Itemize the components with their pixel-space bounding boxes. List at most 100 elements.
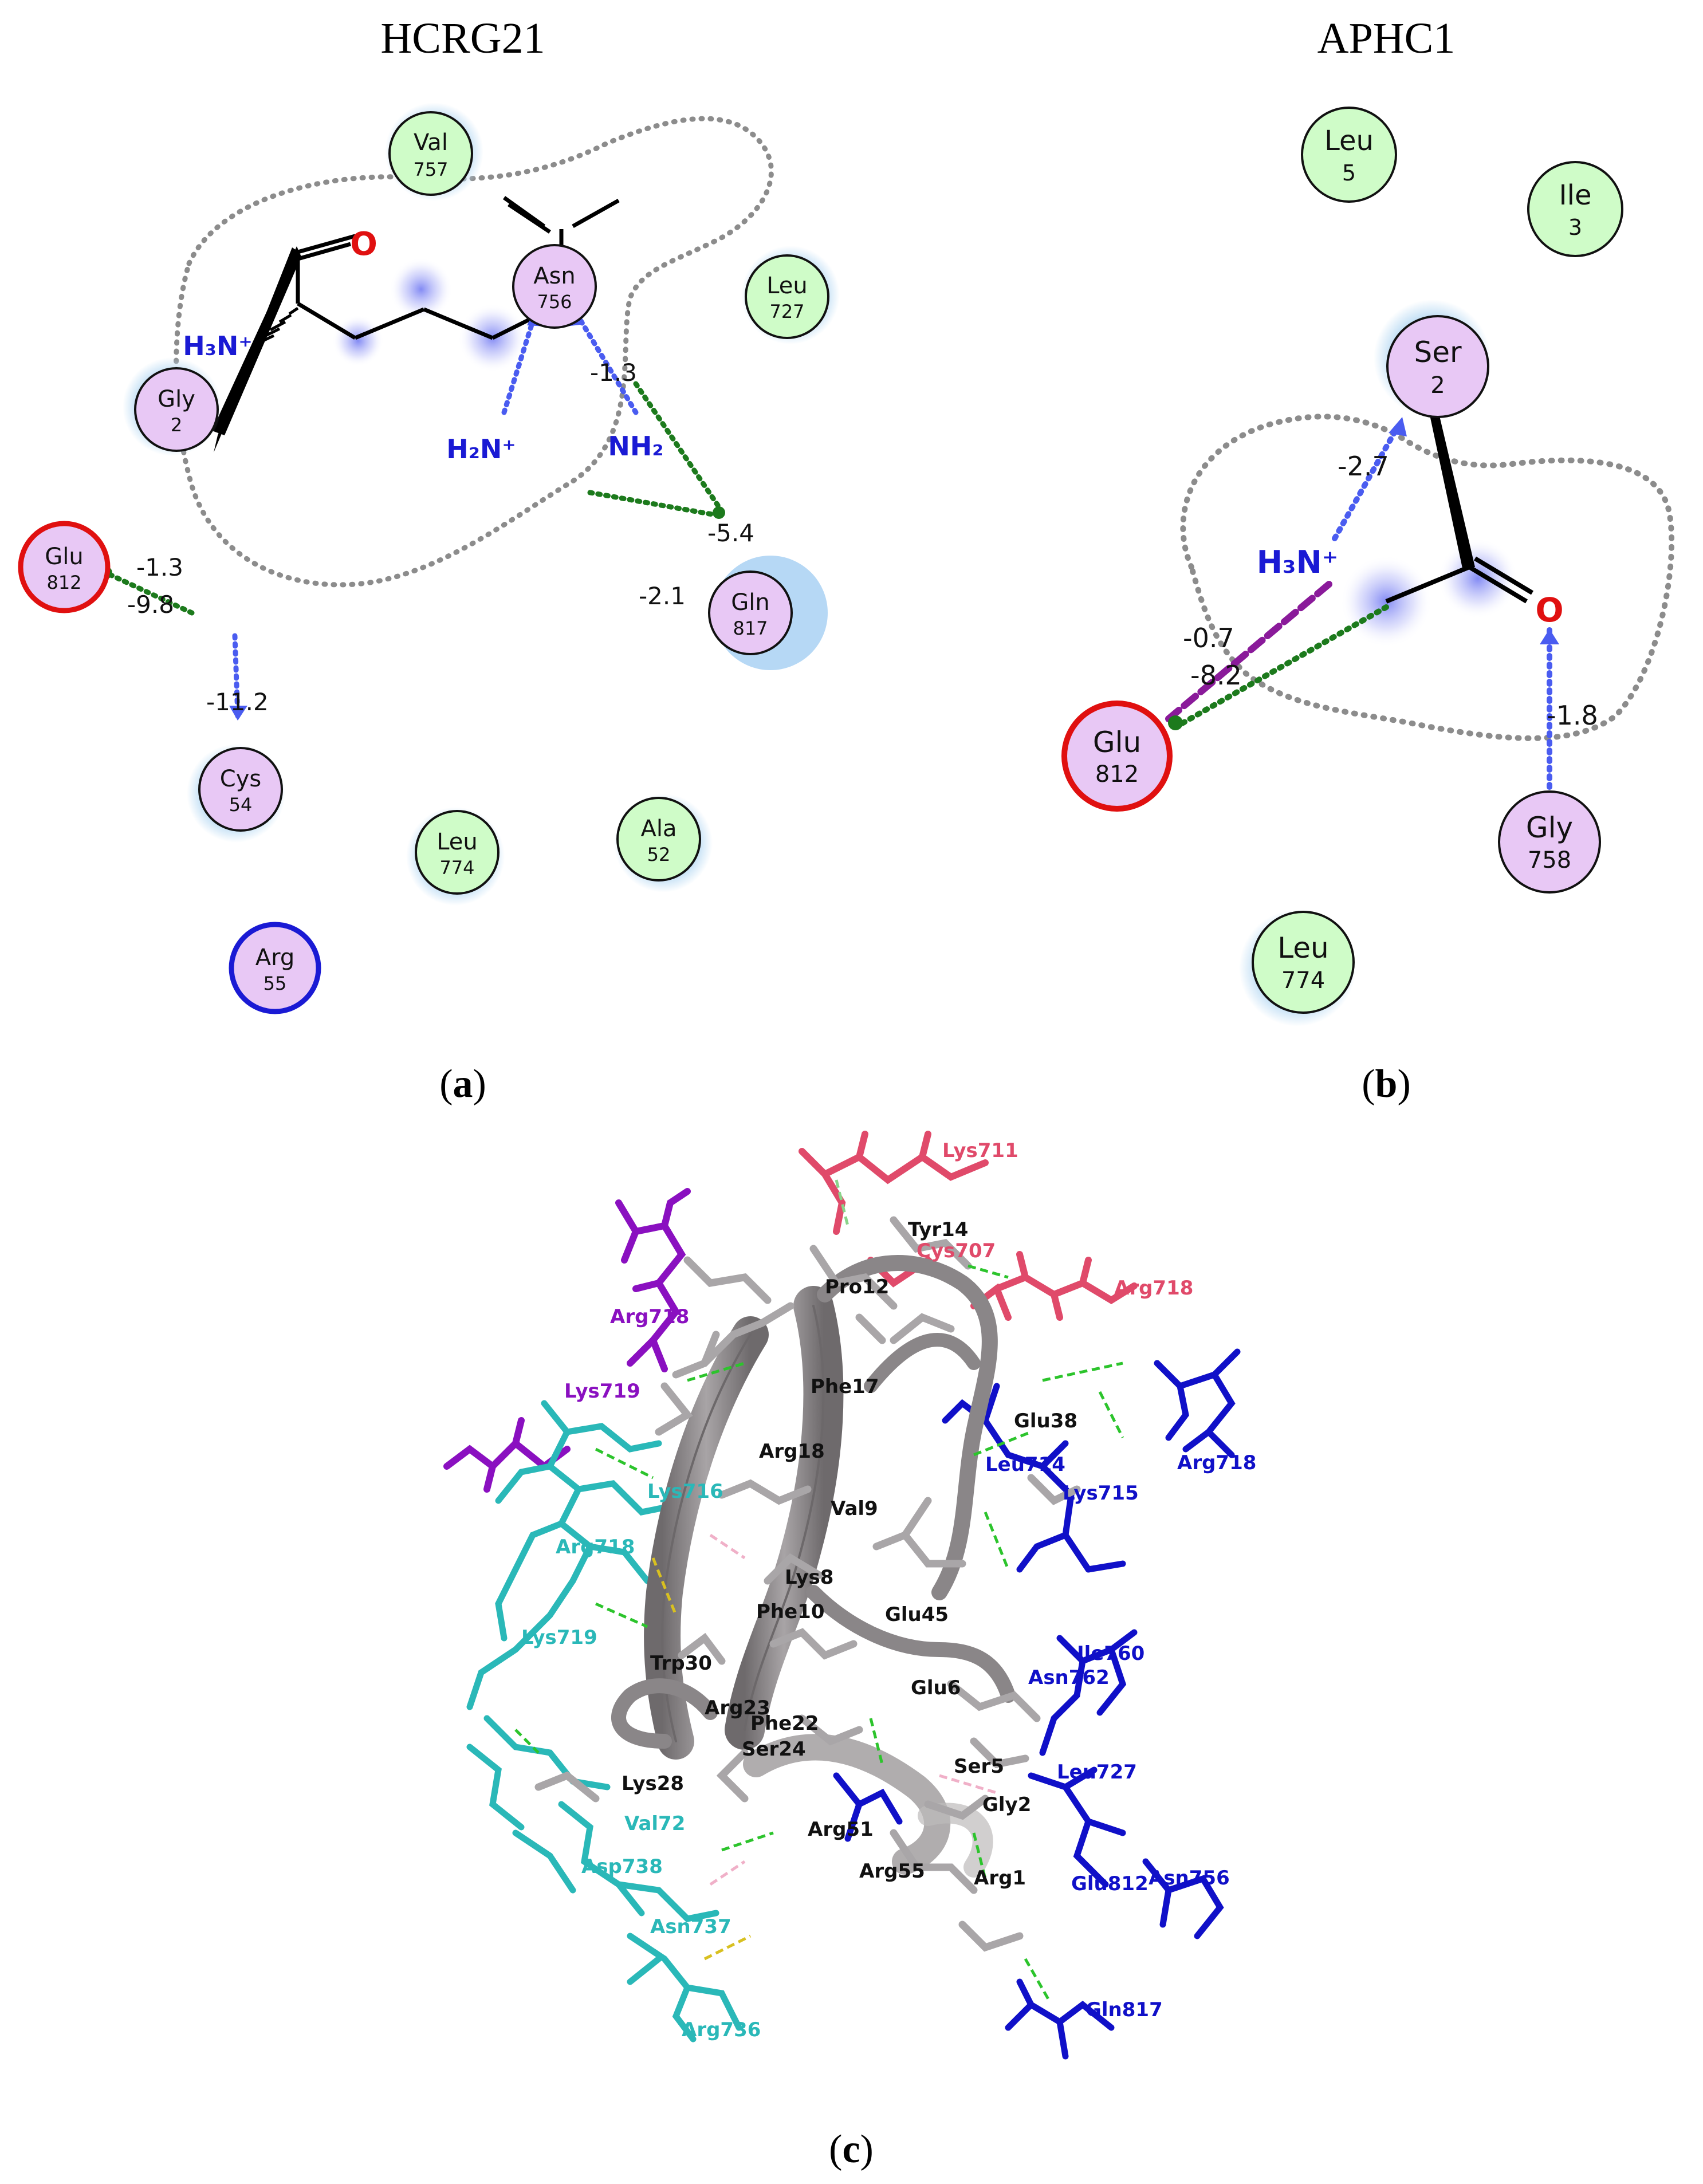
residue-leu774[interactable]: Leu 774 (1239, 910, 1356, 1026)
label-arg718-pink: Arg718 (1114, 1277, 1193, 1300)
hbond-nh2-asn (573, 309, 639, 415)
energy-glu-b: -9.8 (127, 591, 174, 619)
label-cys707: Cys707 (917, 1239, 996, 1262)
atom-h3n-plus: H₃N⁺ (183, 330, 252, 361)
energy-gln-nh2: -5.4 (707, 519, 754, 547)
energy-ser: -2.7 (1338, 451, 1389, 482)
residue-arg55[interactable]: Arg 55 (229, 922, 321, 1014)
interactions-b (1165, 424, 1552, 819)
label-val72: Val72 (624, 1812, 685, 1835)
label-arg736: Arg736 (682, 2018, 761, 2041)
energy-asn-nh2: -1.3 (590, 359, 637, 387)
label-pro12: Pro12 (825, 1276, 889, 1298)
energy-cys: -11.2 (206, 688, 269, 716)
atom-h3n-plus: H₃N⁺ (1257, 544, 1339, 580)
svg-text:5: 5 (1342, 160, 1356, 186)
sticks-cyan (466, 1400, 742, 2043)
svg-text:812: 812 (1095, 761, 1139, 788)
protein-ribbon (611, 1255, 1016, 1878)
label-ser5: Ser5 (954, 1755, 1004, 1778)
svg-text:Leu: Leu (1324, 125, 1374, 157)
svg-text:Leu: Leu (1277, 931, 1328, 965)
svg-text:Leu: Leu (766, 273, 808, 299)
residue-ile3[interactable]: Ile 3 (1527, 161, 1623, 257)
residue-gly758[interactable]: Gly 758 (1498, 790, 1601, 894)
svg-text:Arg: Arg (255, 945, 295, 971)
label-trp30: Trp30 (650, 1652, 712, 1675)
label-asn762: Asn762 (1028, 1666, 1110, 1689)
svg-text:54: 54 (229, 794, 253, 816)
residue-leu774[interactable]: Leu 774 (406, 807, 505, 906)
hbond-nh-gln (587, 490, 722, 518)
svg-text:Val: Val (414, 129, 448, 156)
label-phe10: Phe10 (756, 1600, 825, 1623)
atom-oxygen: O (1535, 591, 1563, 629)
label-lys28: Lys28 (622, 1772, 684, 1795)
label-val9: Val9 (831, 1497, 878, 1520)
panel-c-caption: (c) (829, 2127, 874, 2171)
label-asn756: Asn756 (1149, 1867, 1230, 1890)
salt-bridge-glu (1165, 581, 1332, 722)
residues-b: Leu 5 Ile 3 Ser 2 Glu 812 Gly (1061, 107, 1623, 1026)
svg-text:2: 2 (1430, 372, 1445, 399)
label-lys8: Lys8 (785, 1566, 833, 1589)
svg-text:756: 756 (537, 291, 572, 313)
residue-leu727[interactable]: Leu 727 (741, 246, 840, 344)
svg-text:757: 757 (413, 159, 448, 180)
label-gln817: Gln817 (1085, 1998, 1163, 2021)
hashed-bond (251, 306, 299, 348)
residue-asn756[interactable]: Asn 756 (512, 244, 597, 329)
label-arg55: Arg55 (859, 1860, 925, 1883)
svg-text:2: 2 (171, 414, 182, 436)
label-gly2: Gly2 (982, 1793, 1031, 1816)
svg-text:Asn: Asn (533, 263, 576, 289)
energy-glu-a: -1.3 (136, 553, 183, 581)
residue-glu812[interactable]: Glu 812 (18, 521, 111, 613)
svg-text:Glu: Glu (45, 544, 83, 570)
atom-nh2: NH₂ (608, 431, 663, 462)
residue-glu812[interactable]: Glu 812 (1061, 701, 1173, 812)
svg-text:Cys: Cys (220, 766, 261, 792)
svg-text:812: 812 (46, 572, 81, 593)
label-lys711: Lys711 (942, 1139, 1018, 1162)
residue-cys54[interactable]: Cys 54 (187, 744, 285, 843)
residue-gln817[interactable]: Gln 817 (708, 556, 828, 670)
svg-text:774: 774 (1281, 967, 1325, 994)
exposure-spot (332, 315, 384, 367)
residue-ala52[interactable]: Ala 52 (614, 794, 713, 892)
exposure-spot (390, 258, 453, 321)
panel-a-title: HCRG21 (380, 14, 545, 62)
energy-gln-nh: -2.1 (639, 582, 686, 610)
svg-text:Ser: Ser (1414, 336, 1462, 369)
residue-ser2[interactable]: Ser 2 (1374, 300, 1490, 418)
exposure-spot (1438, 538, 1518, 619)
energies-a: -1.3 -5.4 -2.1 -1.3 -9.8 -11.2 (127, 359, 754, 716)
residue-gly2[interactable]: Gly 2 (123, 357, 221, 456)
svg-text:758: 758 (1528, 847, 1571, 873)
svg-text:55: 55 (263, 973, 287, 994)
panel-a-caption: (a) (439, 1062, 486, 1106)
atom-oxygen: O (350, 226, 377, 263)
residue-val757[interactable]: Val 757 (385, 103, 483, 201)
label-leu714: Leu714 (985, 1453, 1065, 1476)
svg-text:727: 727 (769, 301, 804, 322)
residue-leu5[interactable]: Leu 5 (1301, 107, 1397, 203)
label-phe22: Phe22 (750, 1712, 819, 1735)
energies-b: -2.7 -0.7 -8.2 -1.8 (1183, 451, 1598, 731)
interactions-c (514, 1179, 1124, 2000)
sticks-grey (534, 1216, 1081, 1952)
hbond-nh2-gln (633, 381, 722, 510)
label-lys715: Lys715 (1063, 1482, 1139, 1505)
energy-glu-b: -8.2 (1190, 660, 1242, 691)
labels-c: Lys711 Tyr14 Cys707 Arg718 Pro12 Arg718 … (521, 1139, 1256, 2041)
energy-glu-a: -0.7 (1183, 623, 1234, 654)
label-arg23: Arg23 (705, 1697, 770, 1719)
arrowheads-b (1168, 417, 1559, 730)
panel-a-hcrg21: HCRG21 (18, 14, 840, 1106)
label-ser24: Ser24 (742, 1738, 806, 1761)
wedge-bond (212, 246, 301, 435)
hbond-glu (1177, 604, 1389, 727)
svg-text:3: 3 (1568, 215, 1582, 240)
atom-h2n-plus: H₂N⁺ (446, 434, 516, 465)
ligand-skeleton-a (296, 196, 620, 340)
